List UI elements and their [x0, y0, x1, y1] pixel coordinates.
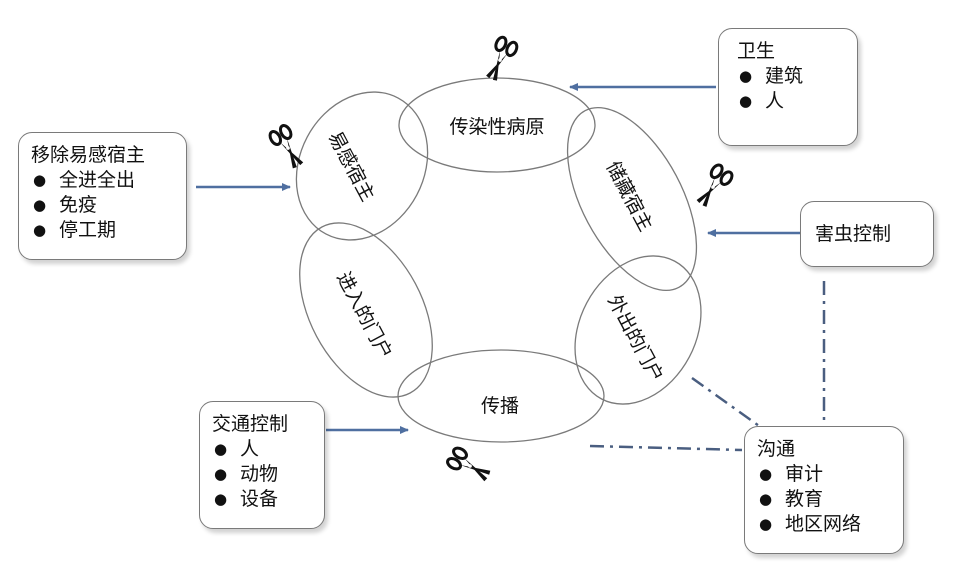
entry-portal-label: 进入的门户	[332, 268, 396, 362]
list-item: 审计	[757, 462, 891, 487]
list-item: 动物	[212, 462, 312, 487]
list-item: 人	[737, 89, 845, 114]
list-item: 地区网络	[757, 512, 891, 537]
list-item: 教育	[757, 487, 891, 512]
reservoir-ellipse	[566, 106, 698, 292]
pest-control-title: 害虫控制	[815, 223, 892, 245]
transmission-label: 传播	[481, 395, 519, 417]
remove-host-box: 移除易感宿主 全进全出 免疫 停工期	[18, 132, 187, 260]
pest-control-box: 害虫控制	[800, 201, 934, 267]
entry-portal-ellipse	[299, 222, 433, 398]
list-item: 全进全出	[31, 168, 174, 193]
list-item: 人	[212, 437, 312, 462]
communication-box: 沟通 审计 教育 地区网络	[744, 426, 904, 554]
remove-host-title: 移除易感宿主	[31, 144, 146, 166]
list-item: 停工期	[31, 218, 174, 243]
reservoir-label: 储藏宿主	[602, 158, 657, 235]
communication-title: 沟通	[757, 438, 796, 460]
susceptible-host-ellipse	[295, 91, 429, 241]
traffic-control-title: 交通控制	[212, 413, 289, 435]
scissors-icon	[444, 444, 495, 488]
scissors-icon	[690, 161, 736, 212]
traffic-control-box: 交通控制 人 动物 设备	[199, 401, 325, 529]
list-item: 建筑	[737, 64, 845, 89]
hygiene-title: 卫生	[737, 40, 776, 62]
dashed-link-transmission-to-communication	[589, 444, 743, 452]
hygiene-box: 卫生 建筑 人	[718, 28, 858, 146]
exit-portal-label: 外出的门户	[603, 291, 667, 385]
list-item: 免疫	[31, 193, 174, 218]
list-item: 设备	[212, 487, 312, 512]
transmission-ellipse	[397, 349, 605, 443]
dashed-link-exit-to-communication	[691, 376, 763, 430]
pathogen-label: 传染性病原	[449, 116, 544, 138]
exit-portal-ellipse	[574, 255, 702, 405]
scissors-icon	[480, 34, 521, 85]
susceptible-host-label: 易感宿主	[324, 128, 379, 205]
